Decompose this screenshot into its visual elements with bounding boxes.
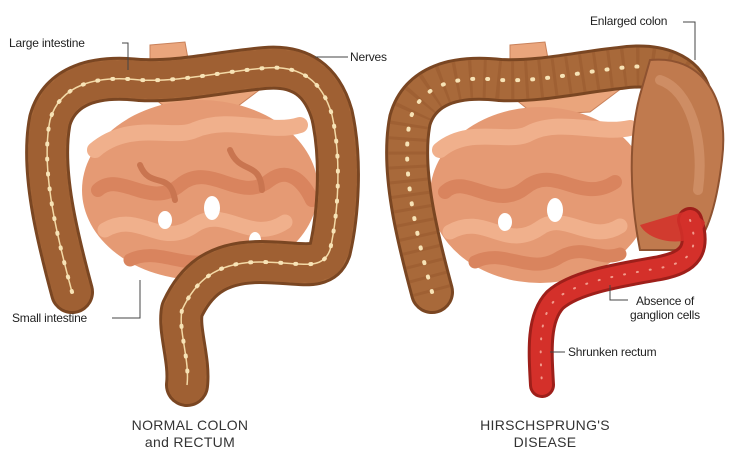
label-absence-line2: ganglion cells [630, 308, 700, 322]
caption-normal-line2: and RECTUM [105, 434, 275, 451]
normal-colon-illustration [47, 42, 348, 385]
hirschsprung-illustration [407, 22, 723, 385]
label-shrunken-rectum: Shrunken rectum [568, 345, 656, 359]
caption-hirschsprung-line1: HIRSCHSPRUNG'S [455, 417, 635, 434]
label-absence-line1: Absence of [630, 294, 700, 308]
caption-hirschsprung: HIRSCHSPRUNG'S DISEASE [455, 417, 635, 451]
label-enlarged-colon: Enlarged colon [590, 14, 667, 28]
label-large-intestine: Large intestine [9, 36, 85, 50]
label-nerves: Nerves [350, 50, 387, 64]
caption-normal-line1: NORMAL COLON [105, 417, 275, 434]
label-absence-ganglion: Absence of ganglion cells [630, 294, 700, 322]
label-small-intestine: Small intestine [12, 311, 87, 325]
caption-hirschsprung-line2: DISEASE [455, 434, 635, 451]
caption-normal: NORMAL COLON and RECTUM [105, 417, 275, 451]
right-small-intestine [430, 107, 650, 283]
